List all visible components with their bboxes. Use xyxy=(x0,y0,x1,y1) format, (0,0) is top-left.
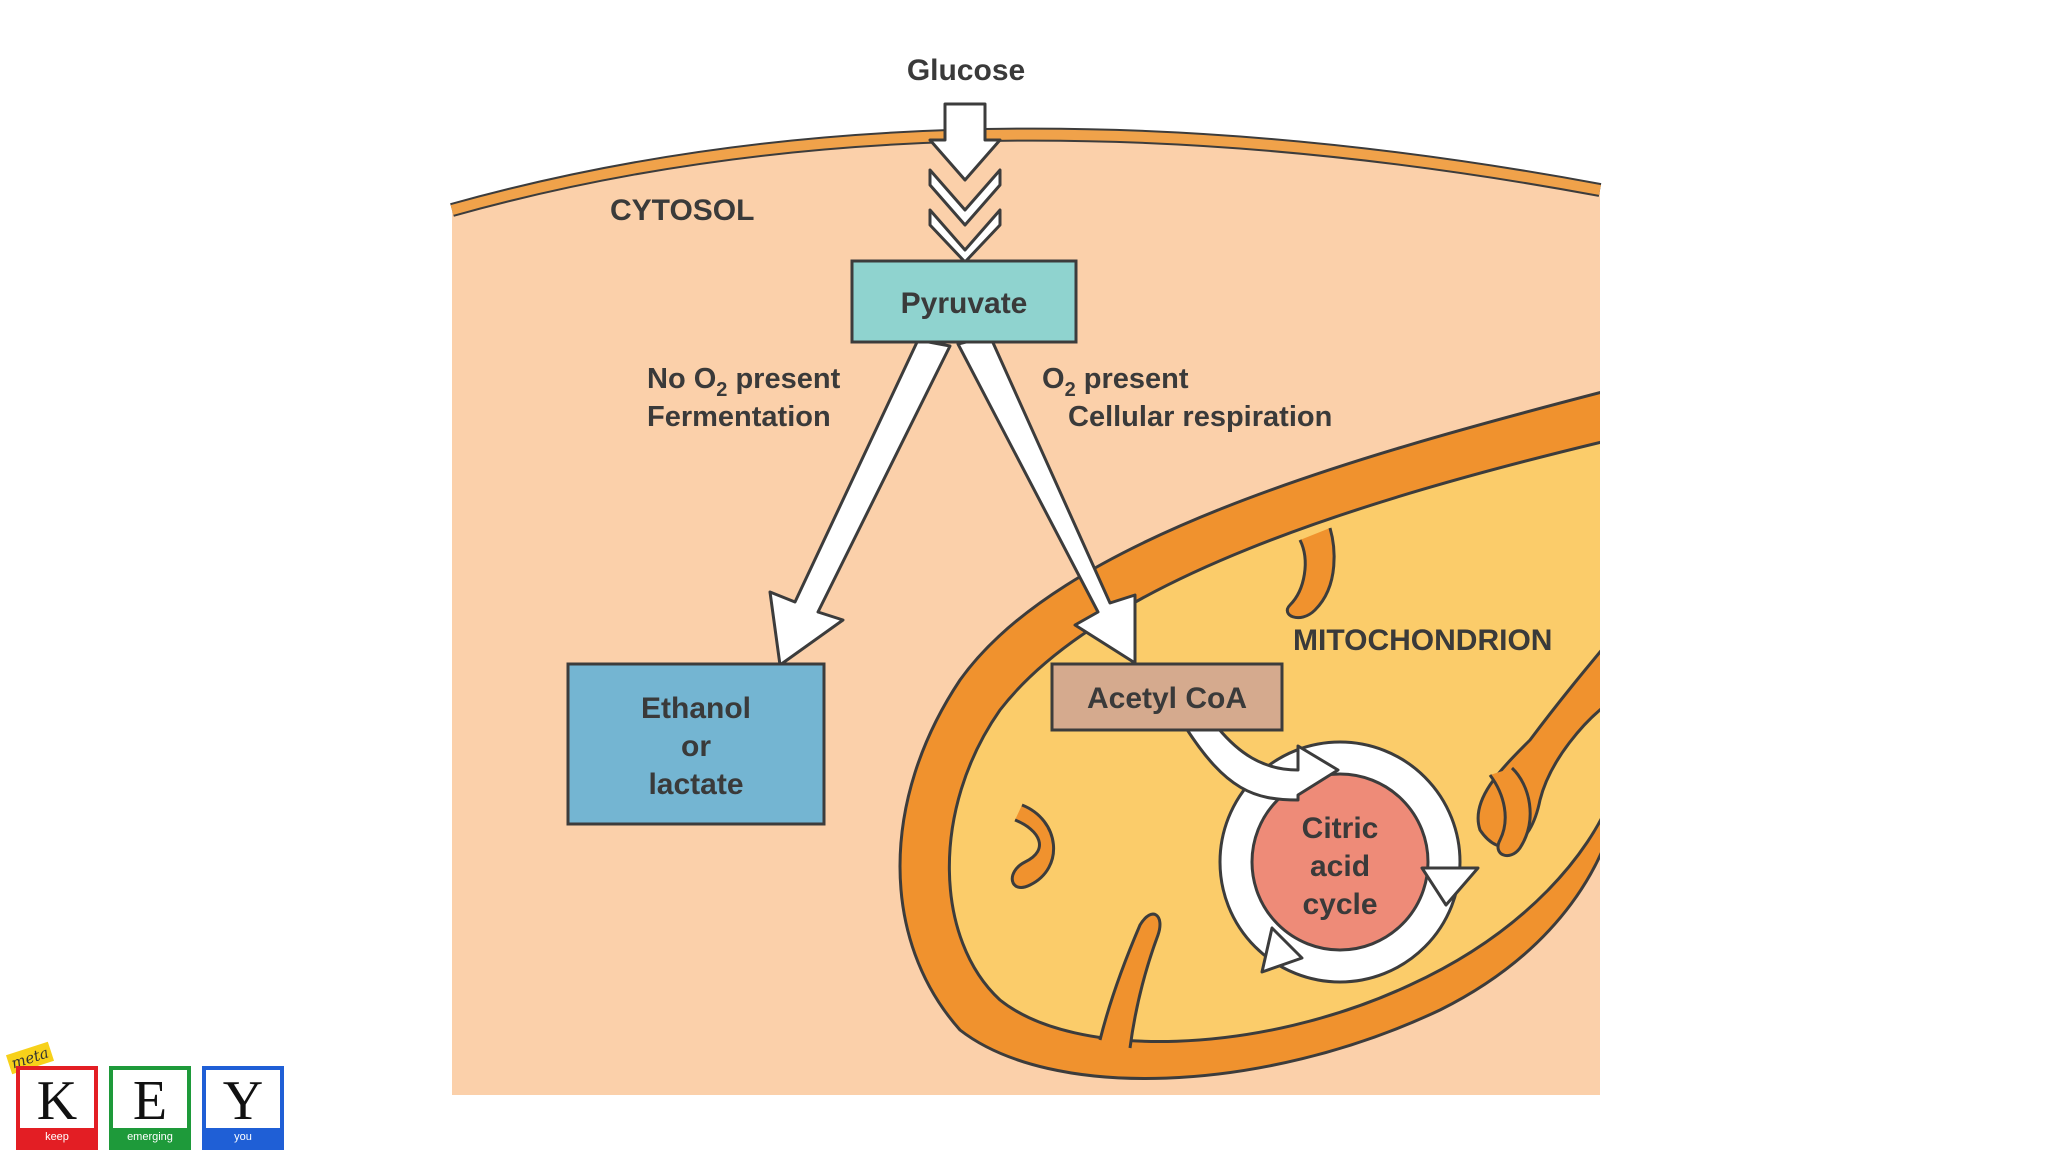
fermentation-arrow xyxy=(768,338,952,667)
glucose-label: Glucose xyxy=(907,54,1025,87)
logo-tile-y: Y you xyxy=(202,1066,284,1150)
oxygen-suffix: present xyxy=(1076,363,1189,395)
acetyl-to-cycle-arrow xyxy=(1184,726,1340,802)
oxygen-sub: 2 xyxy=(1065,379,1076,401)
no-oxygen-suffix: present xyxy=(727,363,840,395)
ethanol-lactate-box xyxy=(566,662,826,826)
ethanol-line-1: Ethanol xyxy=(641,692,751,725)
acetyl-coa-label: Acetyl CoA xyxy=(1087,682,1247,715)
cellular-respiration-label: Cellular respiration xyxy=(1068,401,1332,433)
acetyl-coa-box xyxy=(1050,662,1284,732)
oxygen-present-label: O2 present xyxy=(1042,363,1189,401)
cytosol-label: CYTOSOL xyxy=(610,194,754,227)
cycle-line-2: acid xyxy=(1310,850,1370,883)
fermentation-label: Fermentation xyxy=(647,401,831,433)
logo-letter: Y xyxy=(222,1070,264,1132)
no-oxygen-sub: 2 xyxy=(716,379,727,401)
crista xyxy=(1286,527,1336,620)
ethanol-line-2: or xyxy=(681,730,711,763)
crista xyxy=(1010,803,1055,889)
no-oxygen-label: No O2 present xyxy=(647,363,841,401)
logo-tile-k: K keep xyxy=(16,1066,98,1150)
crista xyxy=(1098,912,1162,1049)
logo-letter: K xyxy=(36,1070,78,1132)
cycle-line-3: cycle xyxy=(1302,888,1377,921)
mitochondrion-label: MITOCHONDRION xyxy=(1293,624,1552,657)
pyruvate-label: Pyruvate xyxy=(901,287,1028,320)
citric-acid-cycle xyxy=(1218,740,1480,984)
logo-caption: emerging xyxy=(113,1128,187,1146)
logo-caption: you xyxy=(206,1128,280,1146)
oxygen-prefix: O xyxy=(1042,363,1065,395)
key-logo: meta K keep E emerging Y you xyxy=(5,1038,298,1152)
cycle-line-1: Citric xyxy=(1302,812,1379,845)
cycle-arrowhead xyxy=(1420,866,1480,907)
crista xyxy=(1488,766,1532,858)
ethanol-line-3: lactate xyxy=(648,768,743,801)
cycle-arrowhead xyxy=(1260,926,1304,974)
glucose-arrow xyxy=(928,102,1002,264)
pyruvate-box xyxy=(850,259,1078,344)
logo-letter: E xyxy=(132,1070,168,1132)
respiration-arrow xyxy=(956,334,1137,665)
logo-caption: keep xyxy=(20,1128,94,1146)
logo-tile-e: E emerging xyxy=(109,1066,191,1150)
no-oxygen-prefix: No O xyxy=(647,363,716,395)
